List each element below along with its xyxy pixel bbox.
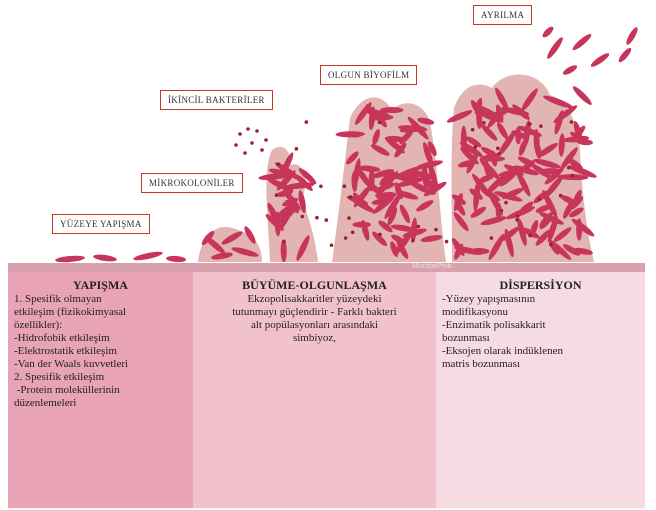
bacterium-rod	[624, 26, 639, 46]
stage-label-mature-biofilm: OLGUN BİYOFİLM	[320, 65, 417, 85]
stage-label-attachment: YÜZEYE YAPIŞMA	[52, 214, 150, 234]
stage-label-secondary-bacteria: İKİNCİL BAKTERİLER	[160, 90, 273, 110]
panel-line: 2. Spesifik etkileşim	[14, 371, 187, 384]
panel-line: -Eksojen olarak indüklenen	[442, 345, 639, 358]
secondary-bacterium	[570, 120, 574, 124]
secondary-bacterium	[516, 214, 520, 218]
secondary-bacterium	[264, 138, 268, 142]
secondary-bacterium	[347, 216, 351, 220]
secondary-bacterium	[497, 152, 501, 156]
secondary-bacterium	[539, 124, 543, 128]
secondary-bacterium	[528, 234, 532, 238]
secondary-bacterium	[474, 145, 478, 149]
panel-line: etkileşim (fizikokimyasal	[14, 306, 187, 319]
secondary-bacterium	[250, 141, 254, 145]
secondary-bacterium	[351, 231, 355, 235]
secondary-bacterium	[537, 197, 541, 201]
panel-line: matris bozunması	[442, 358, 639, 371]
secondary-bacterium	[549, 243, 553, 247]
panel-growth: BÜYÜME-OLGUNLAŞMA Ekzopolisakkaritler yü…	[193, 272, 436, 508]
panel-line: özellikler):	[14, 319, 187, 332]
attachment-surface	[8, 263, 645, 272]
secondary-bacterium	[434, 228, 438, 232]
bacterium-rod	[166, 255, 186, 262]
secondary-bacterium	[324, 218, 328, 222]
secondary-bacterium	[500, 209, 504, 213]
panel-attachment: YAPIŞMA 1. Spesifik olmayanetkileşim (fi…	[8, 272, 193, 508]
secondary-bacterium	[504, 201, 508, 205]
panel-line: tutunmayı güçlendirir - Farklı bakteri	[199, 306, 430, 319]
secondary-bacterium	[344, 236, 348, 240]
watermark: MicrobeProb	[412, 263, 452, 270]
panel-line: -Yüzey yapışmasının	[442, 293, 639, 306]
panel-title-growth: BÜYÜME-OLGUNLAŞMA	[199, 278, 430, 293]
secondary-bacterium	[295, 147, 299, 151]
panel-body-growth: Ekzopolisakkaritler yüzeydekitutunmayı g…	[199, 293, 430, 345]
secondary-bacterium	[567, 166, 571, 170]
secondary-bacterium	[277, 162, 281, 166]
bacterium-rod	[133, 250, 164, 262]
bacterium-rod	[617, 46, 633, 64]
panel-line: 1. Spesifik olmayan	[14, 293, 187, 306]
secondary-bacterium	[349, 195, 353, 199]
secondary-bacterium	[490, 236, 494, 240]
bacterium-rod	[571, 84, 594, 107]
bacterium-rod	[93, 253, 118, 262]
panel-line: -Enzimatik polisakkarit	[442, 319, 639, 332]
secondary-bacterium	[319, 184, 323, 188]
panel-line: Ekzopolisakkaritler yüzeydeki	[199, 293, 430, 306]
secondary-bacterium	[378, 121, 382, 125]
panel-line: alt popülasyonları arasındaki	[199, 319, 430, 332]
secondary-bacterium	[238, 132, 242, 136]
bacterium-rod	[541, 25, 555, 39]
panel-line: simbiyoz,	[199, 332, 430, 345]
bacterium-rod	[562, 63, 579, 76]
secondary-bacterium	[378, 233, 382, 237]
secondary-bacterium	[282, 240, 286, 244]
secondary-bacterium	[305, 120, 309, 124]
secondary-bacterium	[471, 128, 475, 132]
panel-body-dispersion: -Yüzey yapışmasınınmodifikasyonu-Enzimat…	[442, 293, 639, 371]
panel-line: -Hidrofobik etkileşim	[14, 332, 187, 345]
panel-line: düzenlemeleri	[14, 397, 187, 410]
panel-line: -Protein moleküllerinin	[14, 384, 187, 397]
secondary-bacterium	[330, 243, 334, 247]
secondary-bacterium	[528, 122, 532, 126]
bacterium-rod	[571, 32, 593, 52]
secondary-bacterium	[417, 225, 421, 229]
panel-line: bozunması	[442, 332, 639, 345]
secondary-bacterium	[343, 184, 347, 188]
bacterium-rod	[55, 255, 85, 264]
panel-line: -Van der Waals kuvvetleri	[14, 358, 187, 371]
secondary-bacterium	[515, 218, 519, 222]
secondary-bacterium	[301, 215, 305, 219]
stage-label-detachment: AYRILMA	[473, 5, 532, 25]
secondary-bacterium	[411, 239, 415, 243]
panel-title-dispersion: DİSPERSİYON	[442, 278, 639, 293]
secondary-bacterium	[246, 127, 250, 131]
secondary-bacterium	[571, 174, 575, 178]
panel-line: modifikasyonu	[442, 306, 639, 319]
secondary-bacterium	[482, 121, 486, 125]
secondary-bacterium	[315, 216, 319, 220]
secondary-bacterium	[243, 151, 247, 155]
panel-line: -Elektrostatik etkileşim	[14, 345, 187, 358]
panel-title-attachment: YAPIŞMA	[14, 278, 187, 293]
secondary-bacterium	[234, 143, 238, 147]
secondary-bacterium	[275, 193, 279, 197]
secondary-bacterium	[445, 240, 449, 244]
secondary-bacterium	[559, 194, 563, 198]
stage-label-microcolonies: MİKROKOLONİLER	[141, 173, 243, 193]
secondary-bacterium	[260, 148, 264, 152]
secondary-bacterium	[496, 147, 500, 151]
bacterium-rod	[589, 51, 610, 69]
bacterium-rod	[545, 36, 565, 61]
secondary-bacterium	[255, 129, 259, 133]
